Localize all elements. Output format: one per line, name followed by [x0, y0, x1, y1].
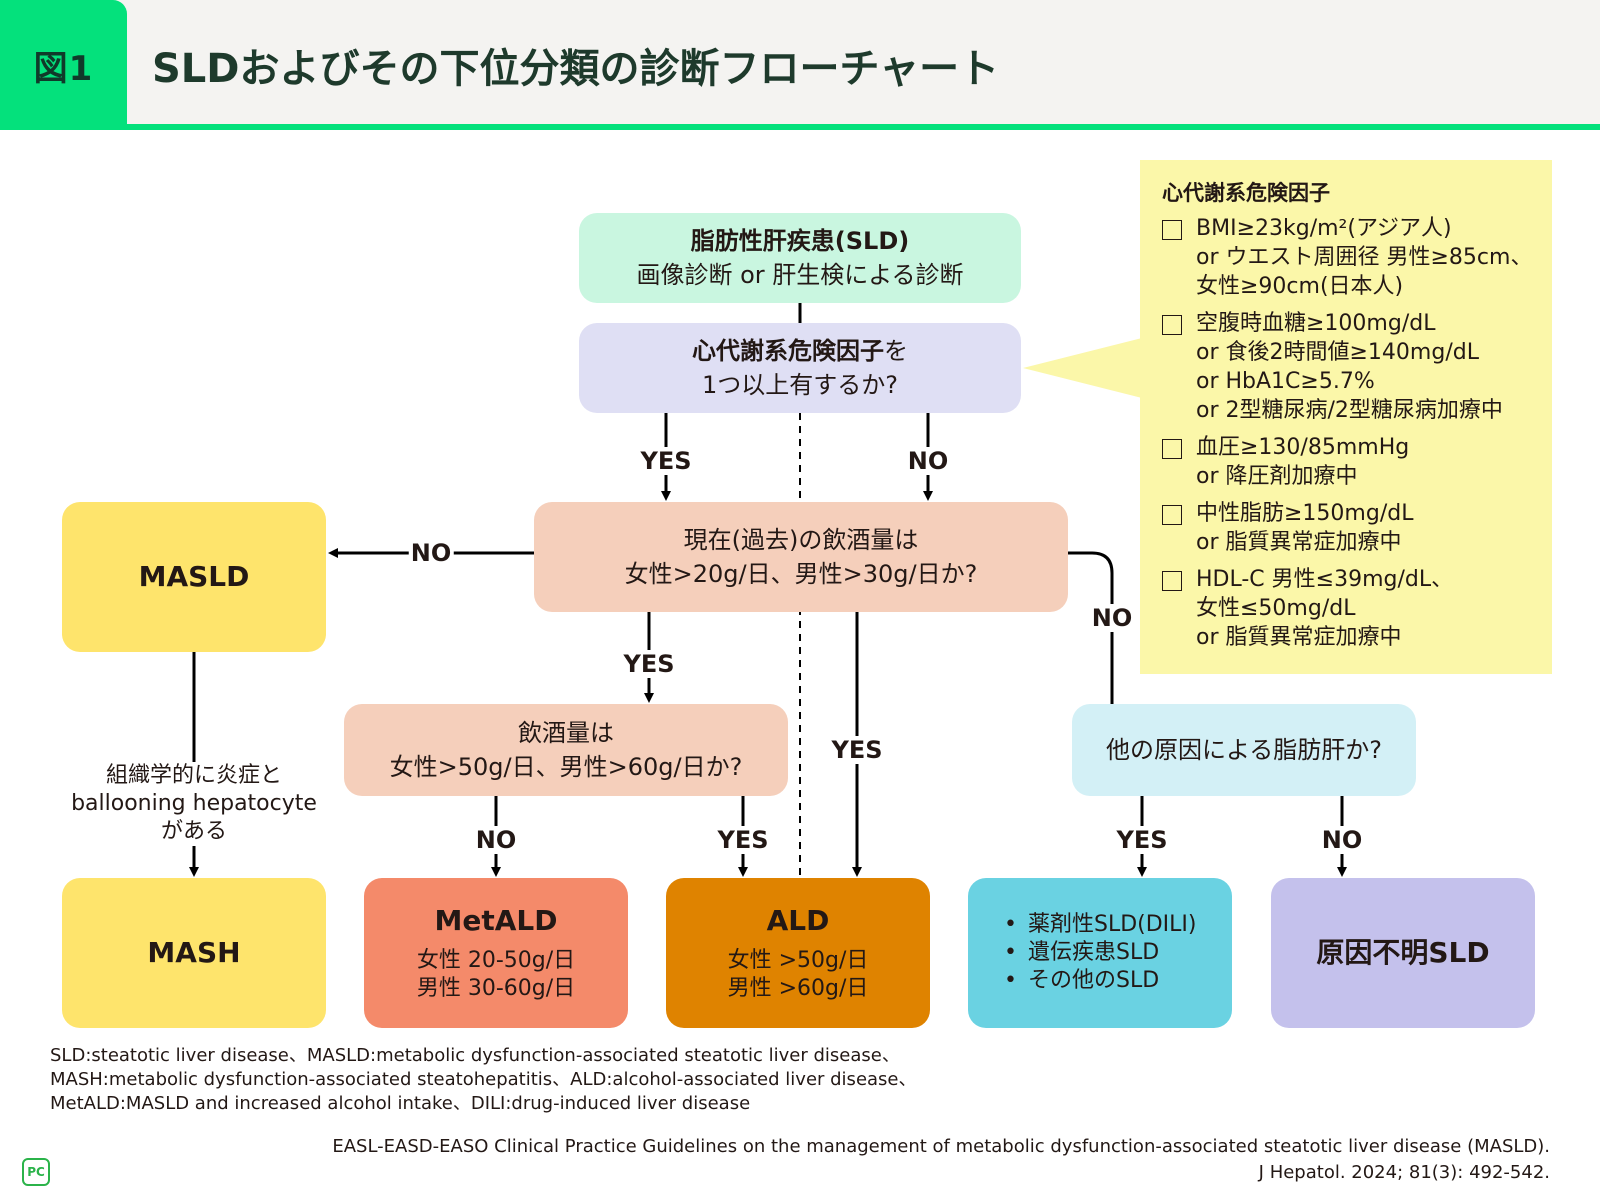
- page-title: SLDおよびその下位分類の診断フローチャート: [152, 46, 1000, 92]
- figure-label: 図1: [33, 48, 94, 89]
- factor-line: 中性脂肪≥150mg/dL: [1196, 501, 1414, 526]
- list-item: 薬剤性SLD(DILI): [1004, 911, 1197, 939]
- node-metald-label: MetALD: [434, 904, 558, 937]
- node-sld-subtitle: 画像診断 or 肝生検による診断: [636, 261, 964, 289]
- callout-title: 心代謝系危険因子: [1162, 181, 1330, 205]
- node-drink2-line1: 飲酒量は: [518, 719, 614, 747]
- node-drink2-line2: 女性>50g/日、男性>60g/日か?: [389, 753, 743, 781]
- checkbox[interactable]: [1162, 505, 1182, 525]
- node-alcohol-question-2: 飲酒量は 女性>50g/日、男性>60g/日か?: [344, 704, 788, 796]
- checkbox[interactable]: [1162, 220, 1182, 240]
- abbreviation-footnote: SLD:steatotic liver disease、MASLD:metabo…: [50, 1044, 917, 1116]
- factor-line: or ウエスト周囲径 男性≥85cm、: [1196, 245, 1533, 270]
- factor-line: or 2型糖尿病/2型糖尿病加療中: [1196, 398, 1503, 423]
- logo-text: PC: [27, 1165, 45, 1179]
- node-metald-female: 女性 20-50g/日: [416, 948, 576, 973]
- node-masld-label: MASLD: [138, 560, 250, 593]
- node-other-label: 他の原因による脂肪肝か?: [1105, 736, 1383, 764]
- node-ald-female: 女性 >50g/日: [727, 948, 869, 973]
- node-secondary-sld: 薬剤性SLD(DILI) 遺伝疾患SLD その他のSLD: [968, 878, 1232, 1028]
- histology-line: 組織学的に炎症と: [105, 763, 282, 788]
- node-risk-question: 心代謝系危険因子を 1つ以上有するか?: [579, 323, 1021, 413]
- edge-label-yes: YES: [715, 826, 771, 854]
- node-metald-male: 男性 30-60g/日: [416, 976, 576, 1001]
- edge-label-no: NO: [1319, 826, 1365, 854]
- factor-line: 血圧≥130/85mmHg: [1196, 435, 1410, 460]
- edge-label-no: NO: [1089, 604, 1135, 632]
- histology-condition: 組織学的に炎症と ballooning hepatocyte がある: [62, 762, 326, 846]
- footnote-line: MetALD:MASLD and increased alcohol intak…: [50, 1093, 751, 1114]
- factor-line: or 降圧剤加療中: [1196, 464, 1358, 489]
- risk-factor-callout: 心代謝系危険因子 BMI≥23kg/m²(アジア人) or ウエスト周囲径 男性…: [1140, 160, 1552, 674]
- checkbox[interactable]: [1162, 315, 1182, 335]
- pc-logo-icon: PC: [22, 1158, 50, 1186]
- risk-factor-item: 中性脂肪≥150mg/dL or 脂質異常症加療中: [1162, 499, 1552, 557]
- checkbox[interactable]: [1162, 439, 1182, 459]
- list-item: 遺伝疾患SLD: [1004, 939, 1197, 967]
- edge-label-no: NO: [905, 447, 951, 475]
- node-ald-male: 男性 >60g/日: [727, 976, 869, 1001]
- node-metald: MetALD 女性 20-50g/日 男性 30-60g/日: [364, 878, 628, 1028]
- edge-label-no: NO: [473, 826, 519, 854]
- node-risk-line2: 1つ以上有するか?: [701, 371, 898, 399]
- factor-line: or 脂質異常症加療中: [1196, 625, 1402, 650]
- edge-label-no: NO: [408, 539, 454, 567]
- factor-line: BMI≥23kg/m²(アジア人): [1196, 216, 1452, 241]
- node-mash: MASH: [62, 878, 326, 1028]
- secondary-sld-list: 薬剤性SLD(DILI) 遺伝疾患SLD その他のSLD: [1004, 911, 1197, 995]
- factor-line: HDL-C 男性≤39mg/dL、: [1196, 567, 1454, 592]
- risk-factor-item: HDL-C 男性≤39mg/dL、 女性≤50mg/dL or 脂質異常症加療中: [1162, 565, 1552, 652]
- header: [0, 0, 1600, 130]
- node-drink1-line2: 女性>20g/日、男性>30g/日か?: [624, 560, 978, 588]
- node-sld-title: 脂肪性肝疾患(SLD): [690, 227, 910, 255]
- node-cryptogenic-sld: 原因不明SLD: [1271, 878, 1535, 1028]
- node-other-cause-question: 他の原因による脂肪肝か?: [1072, 704, 1416, 796]
- risk-factor-item: 空腹時血糖≥100mg/dL or 食後2時間値≥140mg/dL or HbA…: [1162, 309, 1552, 425]
- factor-line: or 食後2時間値≥140mg/dL: [1196, 340, 1479, 365]
- node-risk-particle: を: [884, 337, 908, 365]
- citation-line: EASL-EASD-EASO Clinical Practice Guideli…: [332, 1136, 1550, 1157]
- risk-factor-item: 血圧≥130/85mmHg or 降圧剤加療中: [1162, 433, 1552, 491]
- node-drink1-line1: 現在(過去)の飲酒量は: [683, 526, 919, 554]
- factor-line: 女性≥90cm(日本人): [1196, 274, 1404, 299]
- footnote-line: SLD:steatotic liver disease、MASLD:metabo…: [50, 1045, 900, 1066]
- histology-line: がある: [160, 819, 227, 844]
- node-unknown-label: 原因不明SLD: [1316, 936, 1490, 969]
- edge-label-yes: YES: [829, 736, 885, 764]
- factor-line: or 脂質異常症加療中: [1196, 530, 1402, 555]
- header-accent-bar: [0, 124, 1600, 130]
- callout-pointer: [1023, 338, 1142, 398]
- figure-label-tab: 図1: [0, 0, 127, 130]
- histology-line: ballooning hepatocyte: [71, 791, 317, 816]
- citation-line: J Hepatol. 2024; 81(3): 492-542.: [1258, 1162, 1550, 1183]
- footnote-line: MASH:metabolic dysfunction-associated st…: [50, 1069, 917, 1090]
- edge-label-yes: YES: [621, 650, 677, 678]
- factor-line: 女性≤50mg/dL: [1196, 596, 1356, 621]
- factor-line: 空腹時血糖≥100mg/dL: [1196, 311, 1436, 336]
- node-risk-bold: 心代謝系危険因子: [692, 337, 884, 365]
- node-ald-label: ALD: [766, 904, 830, 937]
- node-sld: 脂肪性肝疾患(SLD) 画像診断 or 肝生検による診断: [579, 213, 1021, 303]
- edge-label-yes: YES: [638, 447, 694, 475]
- citation: EASL-EASD-EASO Clinical Practice Guideli…: [332, 1134, 1550, 1186]
- edge-label-yes: YES: [1114, 826, 1170, 854]
- factor-line: or HbA1C≥5.7%: [1196, 369, 1375, 394]
- risk-factor-item: BMI≥23kg/m²(アジア人) or ウエスト周囲径 男性≥85cm、 女性…: [1162, 214, 1552, 301]
- checkbox[interactable]: [1162, 571, 1182, 591]
- node-alcohol-question-1: 現在(過去)の飲酒量は 女性>20g/日、男性>30g/日か?: [534, 502, 1068, 612]
- node-ald: ALD 女性 >50g/日 男性 >60g/日: [666, 878, 930, 1028]
- node-mash-label: MASH: [147, 936, 241, 969]
- node-masld: MASLD: [62, 502, 326, 652]
- list-item: その他のSLD: [1004, 967, 1197, 995]
